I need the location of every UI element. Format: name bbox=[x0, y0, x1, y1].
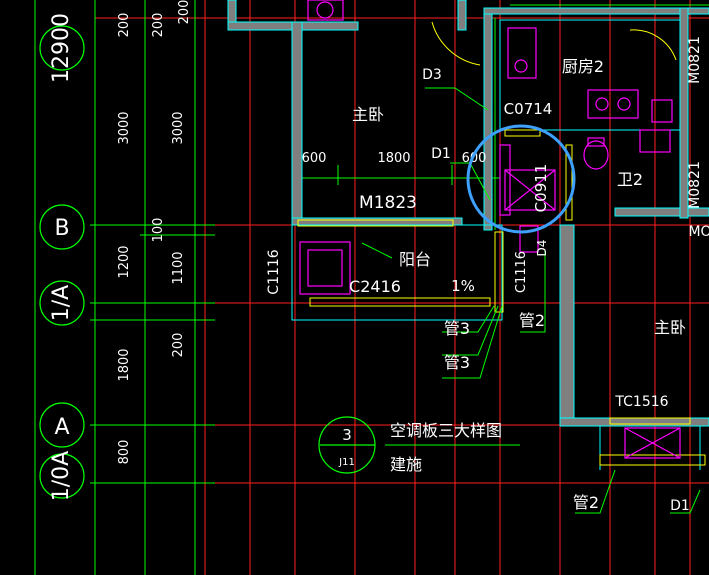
dim-1800-width: 1800 bbox=[377, 151, 410, 166]
axis-label-10a: 1/0A bbox=[49, 451, 74, 501]
windows bbox=[297, 129, 706, 466]
label-mo: MO bbox=[688, 224, 709, 240]
room-master-bedroom-2: 主卧 bbox=[654, 318, 686, 337]
walls bbox=[227, 0, 709, 427]
axis-label-top: 12900 bbox=[49, 13, 74, 83]
label-d4: D4 bbox=[535, 240, 549, 257]
label-pipe2-b: 管2 bbox=[573, 493, 599, 512]
dim-200-d: 200 bbox=[171, 333, 186, 358]
outlines bbox=[291, 0, 701, 470]
axis-label-a: A bbox=[54, 415, 69, 440]
dim-3000-a: 3000 bbox=[117, 111, 132, 144]
dimension-lines bbox=[34, 0, 709, 575]
room-balcony: 阳台 bbox=[399, 250, 431, 269]
axis-label-b: B bbox=[54, 216, 69, 241]
label-m0821: M0821 bbox=[687, 161, 703, 209]
leader-lines bbox=[361, 87, 701, 514]
highlight-circle bbox=[466, 124, 576, 234]
label-pipe3-b: 管3 bbox=[444, 353, 470, 372]
axis-bubbles bbox=[39, 25, 376, 499]
axis-label-1a: 1/A bbox=[49, 285, 74, 321]
room-master-bedroom: 主卧 bbox=[352, 105, 384, 124]
label-pipe2: 管2 bbox=[519, 311, 545, 330]
slope-label: 1% bbox=[451, 277, 475, 295]
callout-sheet: J11 bbox=[338, 457, 355, 468]
label-d1-b: D1 bbox=[670, 498, 690, 514]
label-d1: D1 bbox=[431, 146, 451, 162]
dim-200-b: 200 bbox=[151, 13, 166, 38]
room-kitchen: 厨房2 bbox=[562, 57, 604, 76]
callout-number: 3 bbox=[342, 426, 352, 444]
dim-200-a: 200 bbox=[117, 13, 132, 38]
dim-1200: 1200 bbox=[117, 245, 132, 278]
dim-200-c: 200 bbox=[177, 0, 192, 24]
callout-title: 空调板三大样图 bbox=[390, 421, 502, 440]
label-c0714: C0714 bbox=[504, 100, 553, 118]
label-pipe3-a: 管3 bbox=[444, 319, 470, 338]
door-swings bbox=[431, 21, 677, 66]
fixtures bbox=[299, 0, 681, 459]
dim-600-right: 600 bbox=[462, 151, 487, 166]
label-d3: D3 bbox=[422, 67, 442, 83]
room-wc: 卫2 bbox=[617, 170, 643, 189]
dim-800: 800 bbox=[117, 440, 132, 465]
dim-1100: 1100 bbox=[171, 251, 186, 284]
label-tc1516: TC1516 bbox=[614, 394, 668, 410]
callout-source: 建施 bbox=[390, 455, 422, 474]
label-c0911: C0911 bbox=[532, 164, 550, 213]
label-m1823: M1823 bbox=[359, 193, 417, 213]
label-c2416: C2416 bbox=[349, 277, 401, 296]
dim-3000-b: 3000 bbox=[171, 111, 186, 144]
label-c1116-b: C1116 bbox=[514, 251, 529, 293]
dim-1800: 1800 bbox=[117, 348, 132, 381]
label-c1116: C1116 bbox=[266, 249, 282, 294]
label-m0821-top: M0821 bbox=[687, 36, 703, 84]
dim-100: 100 bbox=[151, 218, 166, 243]
dim-600-left: 600 bbox=[302, 151, 327, 166]
